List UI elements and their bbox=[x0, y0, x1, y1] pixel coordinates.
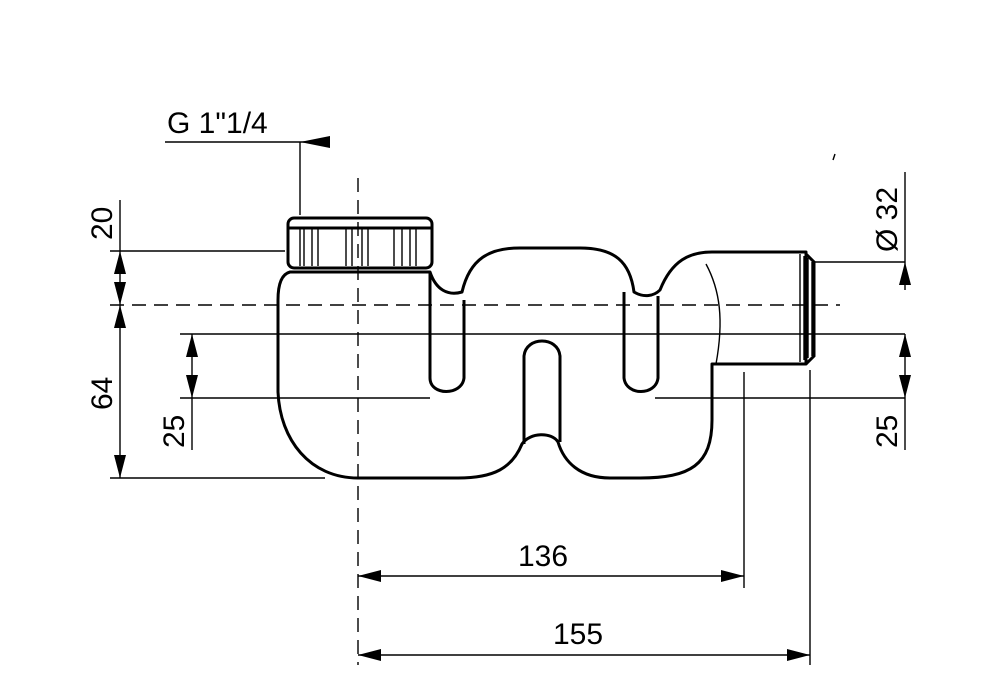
dimension-155: 155 bbox=[358, 618, 810, 661]
dim-64-label: 64 bbox=[86, 377, 119, 410]
outlet-inner-curve bbox=[705, 263, 721, 365]
dim-25-right-label: 25 bbox=[871, 415, 904, 448]
dimension-diameter: Ø 32 bbox=[871, 172, 911, 290]
dimension-20: 20 bbox=[86, 200, 126, 305]
dimension-136: 136 bbox=[358, 540, 744, 582]
inner-fold-left bbox=[428, 272, 466, 393]
inner-fold-right bbox=[622, 292, 660, 393]
dim-155-label: 155 bbox=[553, 618, 603, 651]
outlet-threads bbox=[799, 252, 816, 366]
threaded-nut bbox=[286, 216, 434, 270]
dimension-25-left: 25 bbox=[158, 334, 198, 450]
dim-136-label: 136 bbox=[518, 540, 568, 573]
dimension-25-right: 25 bbox=[871, 334, 911, 450]
siphon-outline bbox=[276, 246, 808, 480]
stray-mark bbox=[832, 153, 836, 161]
dimension-64: 64 bbox=[86, 305, 126, 478]
dimension-thread: G 1"1/4 bbox=[167, 107, 330, 148]
inner-fold-center bbox=[522, 339, 562, 444]
dim-diameter-label: Ø 32 bbox=[871, 187, 904, 252]
dim-25-left-label: 25 bbox=[158, 415, 191, 448]
dim-20-label: 20 bbox=[86, 207, 119, 240]
thread-label: G 1"1/4 bbox=[167, 107, 268, 140]
